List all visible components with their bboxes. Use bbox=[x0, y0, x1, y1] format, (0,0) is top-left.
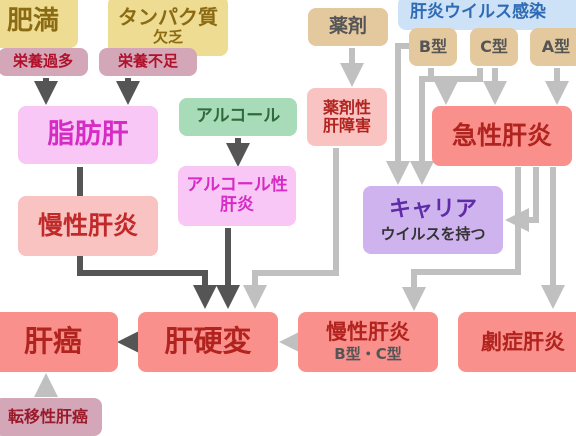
node-typeA-label: A型 bbox=[541, 36, 571, 56]
arrow-typeB-carrier bbox=[386, 43, 410, 185]
node-cirrhosis: 肝硬変 bbox=[138, 312, 278, 372]
node-fattyliver-label: 脂肪肝 bbox=[47, 119, 129, 151]
node-undernourishment: 栄養不足 bbox=[99, 48, 197, 76]
node-cancer-label: 肝癌 bbox=[23, 324, 82, 359]
node-drug-induced-liver-injury: 薬剤性 肝障害 bbox=[307, 88, 387, 146]
node-overeat-label: 栄養過多 bbox=[12, 52, 73, 71]
node-alcohol: アルコール bbox=[179, 98, 297, 136]
node-fulminant-hepatitis: 劇症肝炎 bbox=[458, 312, 576, 372]
node-typeC-label: C型 bbox=[480, 36, 508, 56]
node-obesity-label: 肥満 bbox=[6, 6, 59, 37]
node-metastatic-liver-cancer: 転移性肝癌 bbox=[0, 398, 102, 436]
node-fulminant-label: 劇症肝炎 bbox=[481, 329, 565, 354]
node-chronic-hepatitis-bc: 慢性肝炎 B型・C型 bbox=[298, 312, 438, 372]
node-obesity: 肥満 bbox=[0, 0, 78, 48]
node-alcohol-label: アルコール bbox=[195, 106, 281, 127]
node-drughep-label-1: 薬剤性 bbox=[322, 97, 371, 117]
arrow-acute-carrier bbox=[505, 167, 539, 232]
node-acutehep-label: 急性肝炎 bbox=[451, 120, 552, 150]
node-overeating: 栄養過多 bbox=[0, 48, 88, 76]
node-alcohep-label-2: 肝炎 bbox=[220, 195, 254, 215]
node-alcohep-label-1: アルコール性 bbox=[186, 175, 288, 196]
node-chronic-hepatitis: 慢性肝炎 bbox=[18, 196, 158, 256]
node-metastatic-label: 転移性肝癌 bbox=[7, 406, 88, 426]
node-type-a: A型 bbox=[530, 28, 576, 66]
node-typeB-label: B型 bbox=[418, 36, 448, 56]
node-carrier-label-2: ウイルスを持つ bbox=[380, 225, 486, 244]
arrow-typeC-carrier bbox=[410, 68, 483, 185]
node-type-c: C型 bbox=[470, 28, 518, 66]
node-chronicBC-label-2: B型・C型 bbox=[334, 345, 402, 364]
arrow-drughep-cirrhosis bbox=[243, 148, 339, 309]
node-alcoholic-hepatitis: アルコール性 肝炎 bbox=[178, 166, 296, 226]
node-chronichep-label: 慢性肝炎 bbox=[37, 210, 138, 240]
node-cirrhosis-label: 肝硬変 bbox=[164, 324, 252, 359]
node-carrier: キャリア ウイルスを持つ bbox=[363, 186, 503, 254]
node-hepvirus-label: 肝炎ウイルス感染 bbox=[410, 2, 546, 23]
node-fatty-liver: 脂肪肝 bbox=[18, 106, 158, 164]
node-acute-hepatitis: 急性肝炎 bbox=[432, 106, 572, 166]
node-protein-deficiency: タンパク質 欠乏 bbox=[108, 0, 228, 56]
node-type-b: B型 bbox=[409, 28, 457, 66]
node-liver-cancer: 肝癌 bbox=[0, 312, 118, 372]
node-undernourish-label: 栄養不足 bbox=[117, 52, 178, 71]
node-drug: 薬剤 bbox=[308, 8, 388, 46]
node-protein-label-2: 欠乏 bbox=[152, 27, 183, 46]
node-protein-label-1: タンパク質 bbox=[118, 4, 218, 29]
node-hepatitis-virus: 肝炎ウイルス感染 bbox=[398, 0, 576, 30]
node-drughep-label-2: 肝障害 bbox=[322, 116, 371, 135]
node-chronicBC-label-1: 慢性肝炎 bbox=[326, 320, 410, 345]
node-drug-label: 薬剤 bbox=[328, 15, 367, 38]
node-carrier-label-1: キャリア bbox=[388, 196, 477, 222]
